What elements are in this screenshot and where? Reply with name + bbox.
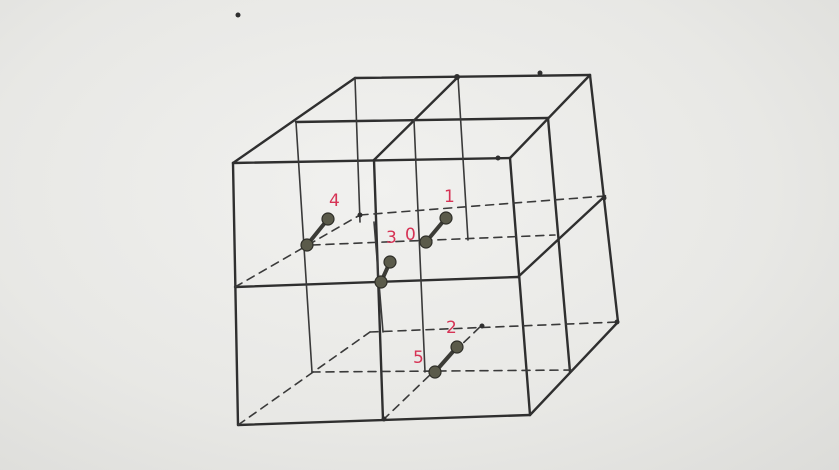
edge-tick	[495, 155, 501, 161]
front-mid-vertical	[372, 158, 385, 422]
right-mid-vertical	[546, 116, 572, 374]
edge-tick	[614, 319, 620, 325]
dash-left-diag	[234, 214, 361, 288]
back-left-vertical-upper	[354, 77, 361, 223]
atom	[300, 238, 314, 252]
atom	[419, 235, 433, 249]
atom	[439, 211, 453, 225]
top-back-edge	[353, 73, 592, 80]
atom	[374, 275, 388, 289]
dash-lower-left-diag	[237, 331, 371, 426]
atom	[321, 212, 335, 226]
site-label-1: 1	[444, 187, 455, 207]
front-right-edge	[508, 156, 532, 417]
edge-tick	[479, 323, 485, 329]
dashed-lines	[234, 195, 619, 426]
back-mid-vertical	[457, 76, 469, 241]
site-label-0: 0	[405, 225, 416, 245]
center-vertical	[413, 119, 426, 373]
ink-dot	[235, 12, 241, 18]
dash-upper-back	[359, 195, 606, 216]
site-labels: 4 1 3 0 2 5	[329, 187, 457, 368]
front-left-edge	[231, 161, 240, 427]
edge-tick	[381, 416, 387, 422]
front-top-edge	[231, 156, 512, 165]
top-face	[231, 73, 592, 165]
dimers	[300, 211, 464, 379]
atom	[428, 365, 442, 379]
dash-upper-mid	[311, 234, 556, 246]
edge-tick	[357, 212, 363, 218]
edge-tick	[454, 74, 460, 80]
edge-tick	[537, 70, 543, 76]
site-label-2: 2	[446, 318, 457, 338]
dash-lower-center-diag	[382, 324, 483, 421]
atom	[450, 340, 464, 354]
edge-ticks	[357, 70, 620, 422]
edge-tick	[601, 195, 607, 201]
right-mid-horizontal	[516, 194, 607, 279]
front-face	[231, 156, 532, 427]
top-left-edge	[231, 76, 357, 165]
right-bottom-edge	[528, 320, 620, 417]
top-right-edge	[508, 73, 592, 160]
site-label-5: 5	[413, 348, 424, 368]
top-mid-diagonal	[372, 75, 460, 162]
site-label-4: 4	[329, 191, 340, 211]
right-face	[516, 73, 620, 417]
dash-lower-mid	[311, 369, 576, 373]
atom	[383, 255, 397, 269]
dash-lower-back	[369, 321, 619, 333]
top-mid-horizontal	[294, 116, 550, 124]
site-label-3: 3	[386, 228, 397, 248]
